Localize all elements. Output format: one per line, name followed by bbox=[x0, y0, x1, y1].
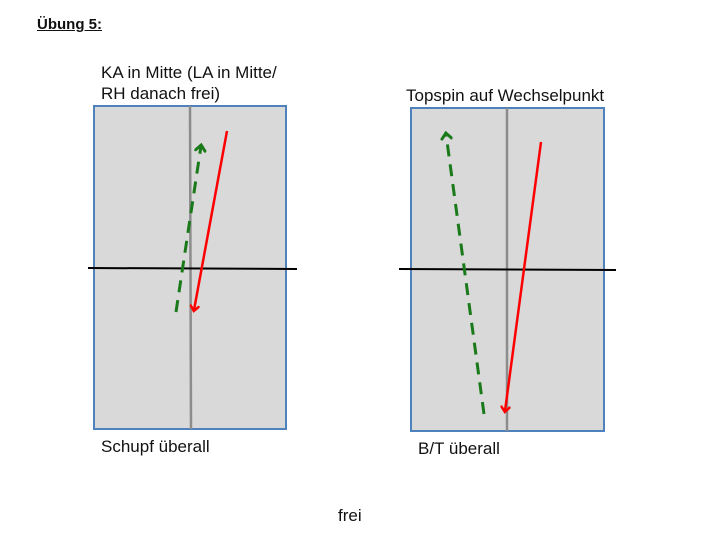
right-panel-top-label: Topspin auf Wechselpunkt bbox=[406, 86, 605, 105]
right-table-net bbox=[398, 268, 617, 271]
right-return-arrow bbox=[446, 134, 486, 415]
left-return-arrow bbox=[174, 146, 201, 313]
right-table bbox=[398, 107, 617, 432]
left-panel-top-label-line2: RH danach frei) bbox=[101, 84, 221, 103]
left-panel-top-label-line1: KA in Mitte (LA in Mitte/ bbox=[101, 63, 277, 82]
right-panel-bottom-label: B/T überall bbox=[418, 439, 500, 458]
exercise-title: Übung 5: bbox=[37, 16, 102, 33]
right-serve-arrow bbox=[505, 141, 543, 411]
left-table-net bbox=[87, 267, 298, 270]
left-panel-top-label: KA in Mitte (LA in Mitte/ RH danach frei… bbox=[101, 62, 277, 104]
left-panel-bottom-label: Schupf überall bbox=[101, 437, 210, 456]
footer-label: frei bbox=[338, 506, 362, 525]
left-serve-arrow bbox=[194, 130, 229, 310]
left-table bbox=[87, 105, 298, 430]
